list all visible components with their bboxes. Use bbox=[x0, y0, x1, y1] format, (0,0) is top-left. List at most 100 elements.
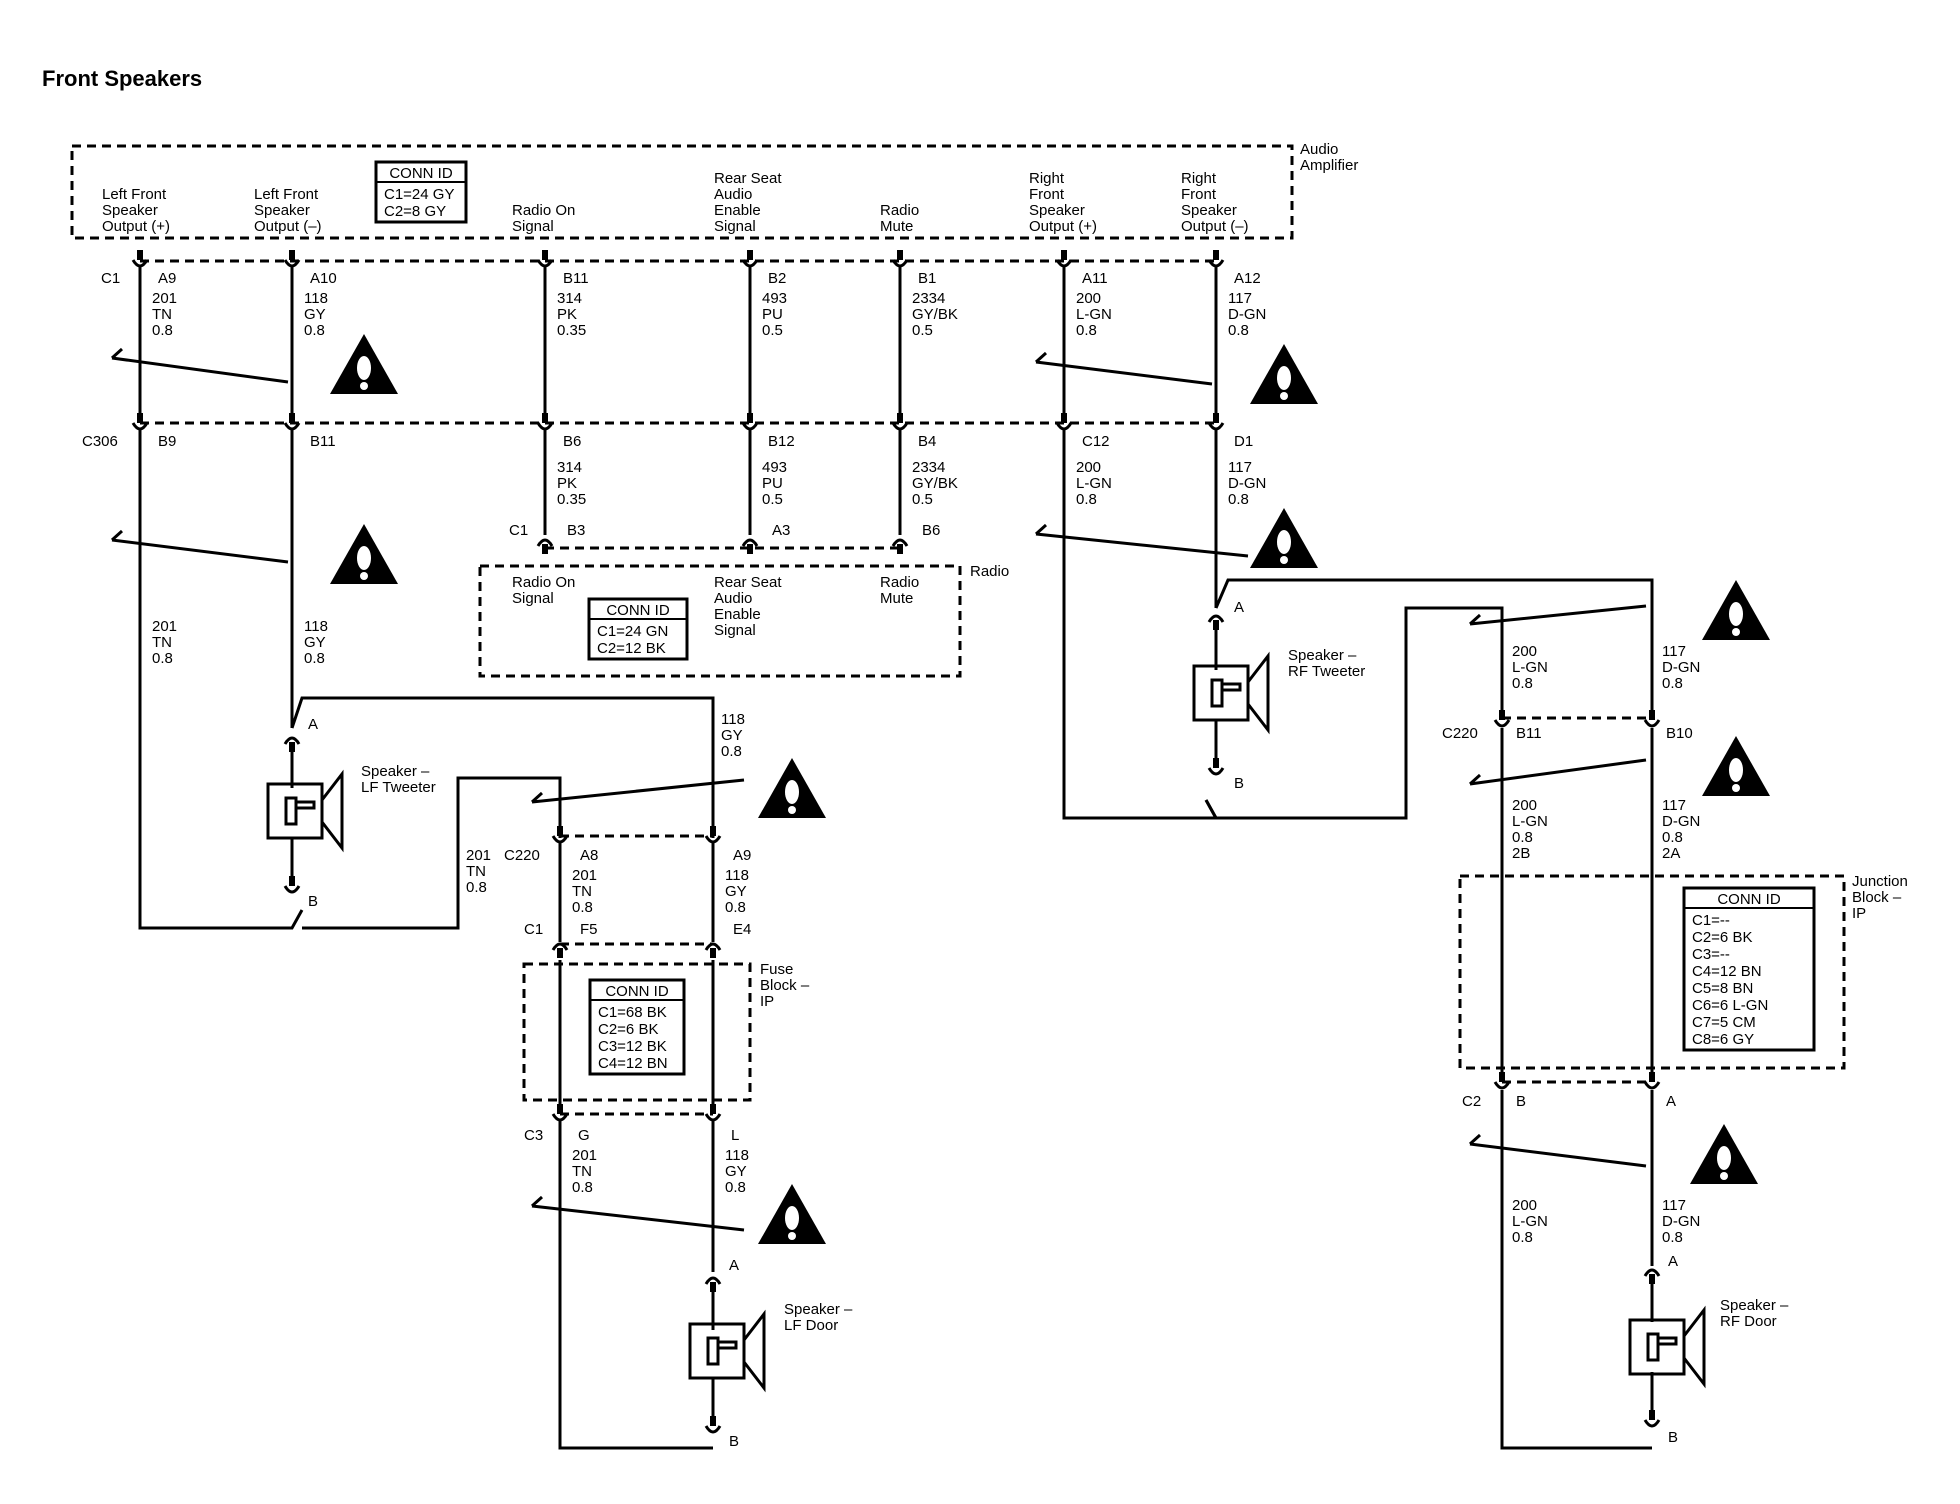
amp-term-rf_pos-pin bbox=[1061, 250, 1067, 260]
c220-left-term-1-pin bbox=[710, 826, 716, 836]
c220-right-terminal-B11: B11 bbox=[1516, 725, 1542, 742]
c220-right-term-0-socket bbox=[1493, 719, 1511, 728]
c306-term-2-pin bbox=[542, 413, 548, 423]
lf-door-speaker-cone bbox=[742, 1309, 766, 1393]
c306-term-6-pin bbox=[1213, 413, 1219, 423]
c220-right-label: C220 bbox=[1442, 725, 1478, 742]
lf-door-speaker-magnet bbox=[718, 1340, 738, 1350]
fuse-block-bottom-term-0-socket bbox=[551, 1113, 569, 1122]
wire-lf-pos-down bbox=[138, 429, 304, 930]
amp-term-mute-socket bbox=[891, 259, 909, 268]
rf-tweeter-speaker-coil bbox=[1210, 678, 1224, 708]
fuse-block-bottom-term-1-socket bbox=[704, 1113, 722, 1122]
c220-left-terminal-A9: A9 bbox=[733, 847, 751, 864]
lf-tweeter-term-a-socket bbox=[283, 736, 301, 745]
junction-block-term-0-socket bbox=[1493, 1081, 1511, 1090]
junction-block-conn-id-title: CONN ID bbox=[1717, 891, 1781, 908]
amp-terminal-A10: A10 bbox=[310, 270, 337, 287]
c306-label: C306 bbox=[82, 433, 118, 450]
break-line-rf-top bbox=[1034, 351, 1213, 386]
break-line-rf-mid bbox=[1034, 523, 1249, 558]
break-line-lf-mid bbox=[110, 529, 289, 564]
c306-terminal-B11: B11 bbox=[310, 433, 336, 450]
lf-tweeter-name: Speaker –LF Tweeter bbox=[361, 763, 436, 796]
amp-term-lf_neg-socket bbox=[283, 259, 301, 268]
c220-left-term-1-socket bbox=[704, 835, 722, 844]
c220-left-terminal-A8: A8 bbox=[580, 847, 598, 864]
fuse-block-top-term-0-pin bbox=[557, 948, 563, 958]
c220-right-term-0-pin bbox=[1499, 710, 1505, 720]
caution-icon-rf-door-mark bbox=[1717, 1146, 1731, 1170]
c220-left-term-0-socket bbox=[551, 835, 569, 844]
caution-icon-rf-top-dot bbox=[1280, 392, 1288, 400]
break-line-rf-door bbox=[1468, 1133, 1647, 1168]
fuse-block-bottom-term-0-pin bbox=[557, 1104, 563, 1114]
c306-terminal-B4: B4 bbox=[918, 433, 936, 450]
caution-icon-rf-mid-mark bbox=[1277, 530, 1291, 554]
caution-icon-lf-top-mark bbox=[357, 356, 371, 380]
c306-term-1-pin bbox=[289, 413, 295, 423]
amp-term-lf_pos-pin bbox=[137, 250, 143, 260]
amp-term-rf_pos-socket bbox=[1055, 259, 1073, 268]
c306-term-5-pin bbox=[1061, 413, 1067, 423]
rf-tweeter-speaker-cone bbox=[1246, 651, 1270, 735]
c306-term-2-socket bbox=[536, 422, 554, 431]
c306-term-4-pin bbox=[897, 413, 903, 423]
amp-term-mute-pin bbox=[897, 250, 903, 260]
radio-terminal-A3: A3 bbox=[772, 522, 790, 539]
rf-tweeter-term-a-socket bbox=[1207, 614, 1225, 623]
lf-door-term-a-socket bbox=[704, 1276, 722, 1285]
rf-door-speaker-magnet bbox=[1658, 1336, 1678, 1346]
rf-tweeter-b-label: B bbox=[1234, 775, 1244, 792]
radio-conn-id-box bbox=[587, 597, 689, 661]
amplifier-conn-id-box bbox=[374, 160, 468, 224]
fuse-block-conn-id-title: CONN ID bbox=[605, 983, 669, 1000]
c220-left-label: C220 bbox=[504, 847, 540, 864]
rf-door-b-label: B bbox=[1668, 1429, 1678, 1446]
fuse-block-top-term-0-socket bbox=[551, 942, 569, 951]
c306-term-1-socket bbox=[283, 422, 301, 431]
radio-connector-c1-label: C1 bbox=[509, 522, 528, 539]
radio-conn-id-title: CONN ID bbox=[606, 602, 670, 619]
c306-term-4-socket bbox=[891, 422, 909, 431]
rf-door-a-label: A bbox=[1668, 1253, 1678, 1270]
rf-door-term-a-socket bbox=[1643, 1268, 1661, 1277]
c306-terminal-B6: B6 bbox=[563, 433, 581, 450]
radio-term-1-socket bbox=[741, 538, 759, 547]
lf-tweeter-b-label: B bbox=[308, 893, 318, 910]
amp-connector-c1: C1 bbox=[101, 270, 120, 287]
static-lines bbox=[70, 144, 1846, 1450]
c306-term-0-socket bbox=[131, 422, 149, 431]
caution-icon-rf-c220-dot bbox=[1732, 784, 1740, 792]
c220-right-terminal-B10: B10 bbox=[1666, 725, 1693, 742]
caution-icon-lf-mid-mark bbox=[357, 546, 371, 570]
radio-term-1-pin bbox=[747, 544, 753, 554]
c306-terminal-C12: C12 bbox=[1082, 433, 1110, 450]
rf-tweeter-term-b-pin bbox=[1213, 758, 1219, 768]
junction-block-boundary bbox=[1458, 874, 1846, 1070]
caution-icon-lf-tw-dot bbox=[788, 806, 796, 814]
